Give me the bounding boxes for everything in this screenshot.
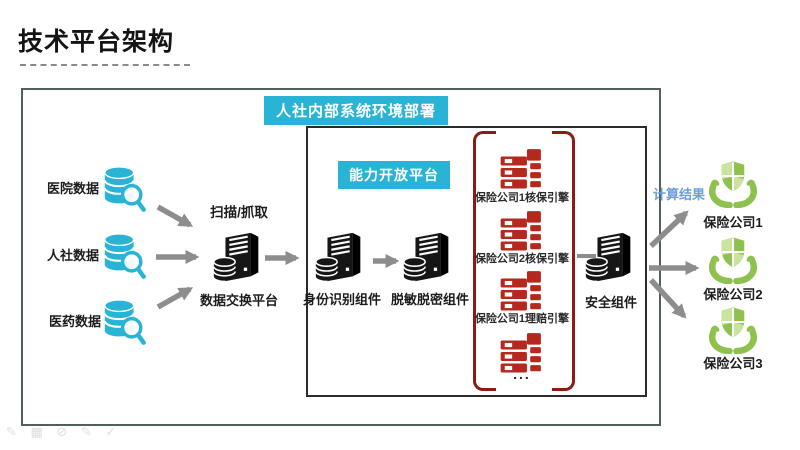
server-database-icon: [210, 227, 268, 287]
red-engine-stack-icon: [499, 330, 545, 374]
engine-ellipsis-label: ...: [513, 366, 531, 382]
source-label-hospital-data: 医院数据: [46, 181, 99, 196]
insurance-company-1-label: 保险公司1: [703, 215, 763, 230]
engine-label-underwriting-1: 保险公司1核保引擎: [474, 192, 570, 204]
engine-bracket-left: [473, 131, 496, 391]
server-database-icon: [582, 227, 640, 287]
server-database-icon: [400, 227, 458, 287]
insurance-company-2-label: 保险公司2: [703, 287, 763, 302]
scan-capture-label: 扫描/抓取: [210, 205, 268, 220]
page-title: 技术平台架构: [18, 28, 175, 56]
hands-shield-icon: [707, 304, 759, 354]
data-exchange-platform-label: 数据交换平台: [199, 293, 278, 308]
source-label-medicine-data: 医药数据: [48, 314, 101, 329]
internal-system-environment-header: 人社内部系统环境部署: [264, 96, 449, 125]
security-component-label: 安全组件: [584, 295, 637, 310]
hands-shield-icon: [707, 234, 759, 284]
red-engine-stack-icon: [499, 146, 545, 190]
identity-recognition-component-label: 身份识别组件: [302, 292, 381, 307]
database-search-icon: [100, 164, 148, 214]
engine-label-claims-1: 保险公司1理赔引擎: [474, 313, 570, 325]
red-engine-stack-icon: [499, 268, 545, 312]
engine-bracket-right: [552, 131, 575, 391]
desensitization-component-label: 脱敏脱密组件: [390, 292, 469, 307]
hands-shield-icon: [707, 158, 759, 208]
title-underline: [20, 64, 190, 66]
insurance-company-3-label: 保险公司3: [703, 356, 763, 371]
watermark-tool-icons: ✎ ▦ ⊘ ✎ ✓: [6, 424, 122, 439]
capability-open-platform-header: 能力开放平台: [338, 161, 450, 189]
engine-label-underwriting-2: 保险公司2核保引擎: [474, 253, 570, 265]
calculation-result-label: 计算结果: [653, 187, 706, 202]
database-search-icon: [100, 231, 148, 281]
red-engine-stack-icon: [499, 208, 545, 252]
server-database-icon: [312, 227, 370, 287]
database-search-icon: [100, 297, 148, 347]
source-label-hr-social-data: 人社数据: [46, 248, 99, 263]
